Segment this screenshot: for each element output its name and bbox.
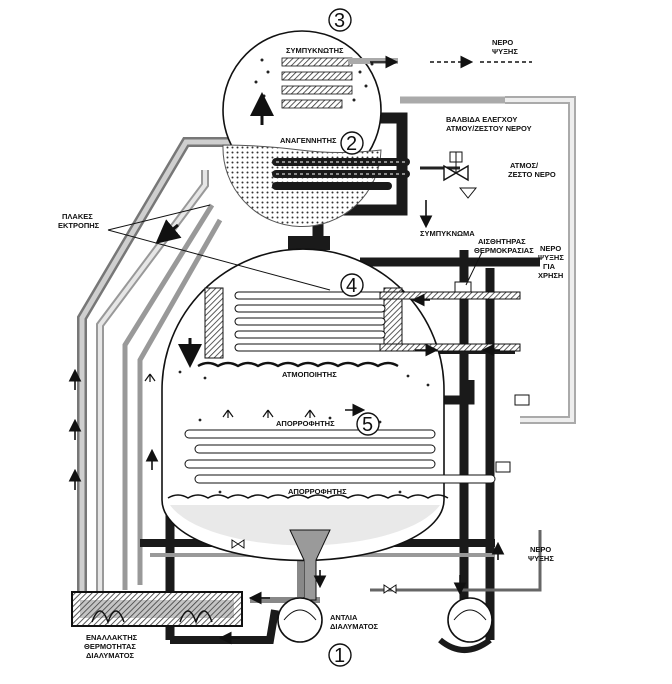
hx-outlet-pipe [170,609,279,644]
temp-sensor-label-1: ΑΙΣΘΗΤΗΡΑΣ [478,237,526,246]
vapor-duct [288,236,330,250]
solution-riser-pipe-inner [79,139,240,600]
callout-3: 3 [328,8,352,32]
steam-hot-water-label-1: ΑΤΜΟΣ/ [510,161,539,170]
generator-coil [272,158,410,190]
condenser-label: ΣΥΜΠΥΚΝΩΤΗΣ [286,46,344,55]
valves [231,187,478,594]
heat-exchanger-label-2: ΘΕΡΜΟΤΗΤΑΣ [84,642,136,651]
refrigerant-pump [447,597,493,643]
control-valve-label-2: ΑΤΜΟΥ/ΖΕΣΤΟΥ ΝΕΡΟΥ [446,124,532,133]
sensor-leader [465,251,483,286]
cooling-water-top-label-2: ΨΥΞΗΣ [492,47,518,56]
overflow-u-pipe [122,203,223,590]
callout-5: 5 [356,412,380,436]
solution-pump [277,597,323,643]
svg-text:3: 3 [334,10,345,32]
weak-solution-pipe-inner [98,170,207,600]
absorber-coil [184,429,496,484]
heat-exchanger-label-1: ΕΝΑΛΛΑΚΤΗΣ [86,633,138,642]
absorber-lower-label: ΑΠΟΡΡΟΦΗΤΗΣ [288,487,347,496]
evaporator-label: ΑΤΜΟΠΟΙΗΤΗΣ [282,370,337,379]
steam-control-valve [443,151,469,182]
chilled-water-label-2: ΨΥΞΗΣ [538,253,564,262]
chilled-water-label-4: ΧΡΗΣΗ [538,271,563,280]
solution-pump-label-1: ΑΝΤΛΙΑ [330,613,358,622]
cooling-water-right-label-1: ΝΕΡΟ [530,545,551,554]
cooling-water-top-label-1: ΝΕΡΟ [492,38,513,47]
baffle-leaders [107,204,331,291]
spray-nozzles [144,373,316,418]
solution-heat-exchanger [71,591,243,627]
svg-text:1: 1 [334,645,345,667]
chilled-water-label-1: ΝΕΡΟ [540,244,561,253]
control-valve-label-1: ΒΑΛΒΙΔΑ ΕΛΕΓΧΟΥ [446,115,517,124]
temp-sensor-label-2: ΘΕΡΜΟΚΡΑΣΙΑΣ [474,246,534,255]
baffle-plates-label-1: ΠΛΑΚΕΣ [62,212,93,221]
temperature-sensor [454,281,530,473]
callout-2: 2 [340,131,364,155]
steam-hot-water-label-2: ΖΕΣΤΟ ΝΕΡΟ [508,170,556,179]
svg-text:4: 4 [346,275,357,297]
solution-pump-label-2: ΔΙΑΛΥΜΑΤΟΣ [330,622,379,631]
heat-exchanger-label-3: ΔΙΑΛΥΜΑΤΟΣ [86,651,135,660]
cooling-water-loop-inner [505,98,574,422]
chilled-water-label-3: ΓΙΑ [543,262,556,271]
cooling-water-right-label-2: ΨΥΞΗΣ [528,554,554,563]
cooling-out-line [370,530,542,592]
generator-label: ΑΝΑΓΕΝΝΗΤΗΣ [280,136,337,145]
baffle-plates-label-2: ΕΚΤΡΟΠΗΣ [58,221,100,230]
condenser-coil [281,57,398,109]
chilled-water-return [438,637,492,653]
condensate-label: ΣΥΜΠΥΚΝΩΜΑ [420,229,475,238]
flow-arrows [68,55,532,645]
upper-vessel [222,30,410,227]
callout-1: 1 [328,643,352,667]
svg-text:5: 5 [362,414,373,436]
main-vessel [144,248,521,601]
evaporator-coil [204,287,521,359]
callout-4: 4 [340,273,364,297]
absorber-upper-label: ΑΠΟΡΡΟΦΗΤΗΣ [276,419,335,428]
svg-text:2: 2 [346,133,357,155]
